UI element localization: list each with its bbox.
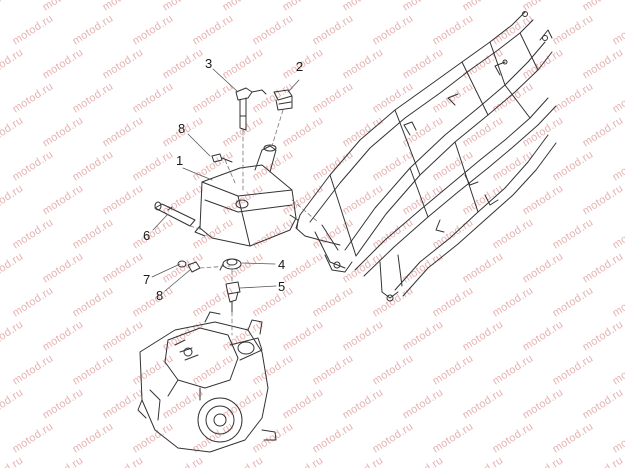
callout-4: 4 bbox=[278, 257, 286, 272]
callout-6: 6 bbox=[143, 228, 151, 243]
callout-1: 1 bbox=[176, 153, 184, 168]
leader-lines bbox=[151, 68, 300, 292]
callout-8-upper: 8 bbox=[178, 121, 186, 136]
callout-8-lower: 8 bbox=[156, 288, 164, 303]
dipstick bbox=[235, 87, 267, 131]
fitting bbox=[225, 281, 241, 313]
callout-3: 3 bbox=[205, 56, 213, 71]
callout-2: 2 bbox=[296, 59, 304, 74]
spacer bbox=[154, 201, 196, 227]
assembly-lines bbox=[189, 109, 319, 336]
callout-7: 7 bbox=[143, 272, 151, 287]
oil-tank bbox=[194, 144, 299, 247]
engine bbox=[137, 311, 277, 453]
clamp bbox=[219, 258, 242, 271]
filler-cap bbox=[273, 89, 293, 111]
callout-5: 5 bbox=[278, 279, 286, 294]
motorcycle-frame bbox=[295, 11, 557, 302]
bolt-upper bbox=[211, 153, 233, 163]
